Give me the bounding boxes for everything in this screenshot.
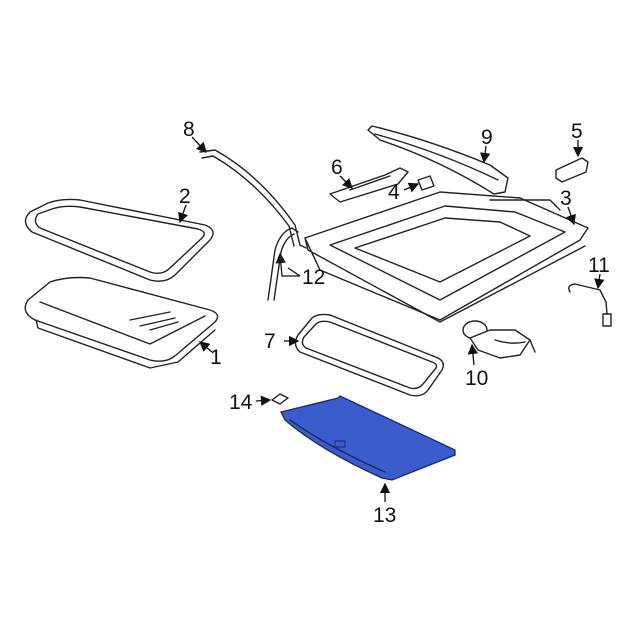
callout-4: 4: [388, 181, 400, 204]
part-11-cable[interactable]: [568, 283, 612, 327]
callout-6: 6: [331, 156, 343, 179]
callout-9: 9: [481, 126, 493, 149]
part-10-motor[interactable]: [462, 320, 536, 359]
callout-13: 13: [373, 504, 396, 527]
callout-12: 12: [302, 266, 325, 289]
callout-11: 11: [588, 254, 610, 277]
part-9-rail[interactable]: [367, 125, 509, 195]
part-1-glass-panel[interactable]: [24, 276, 219, 369]
callout-1: 1: [210, 346, 222, 369]
part-2-seal[interactable]: [24, 198, 214, 282]
part-14-clip[interactable]: [271, 393, 289, 405]
part-4-clip[interactable]: [417, 175, 435, 191]
leader-lines: [178, 136, 605, 502]
callout-14: 14: [229, 391, 253, 414]
callout-labels: 1 2 3 4 5 6 7 8 9 10 11 12 13 14: [179, 118, 610, 527]
part-12-drain-tube[interactable]: [267, 227, 299, 301]
part-13-sunshade[interactable]: [280, 395, 456, 481]
part-7-seal[interactable]: [294, 313, 445, 397]
callout-10: 10: [465, 367, 488, 390]
callout-7: 7: [264, 330, 276, 353]
part-6-bracket[interactable]: [329, 167, 409, 203]
callout-3: 3: [560, 187, 572, 210]
callout-2: 2: [179, 185, 191, 208]
callout-5: 5: [571, 120, 583, 143]
part-5-bracket[interactable]: [555, 157, 589, 183]
part-8-strip[interactable]: [199, 149, 307, 249]
callout-8: 8: [183, 118, 195, 141]
part-3-frame[interactable]: [304, 191, 589, 323]
